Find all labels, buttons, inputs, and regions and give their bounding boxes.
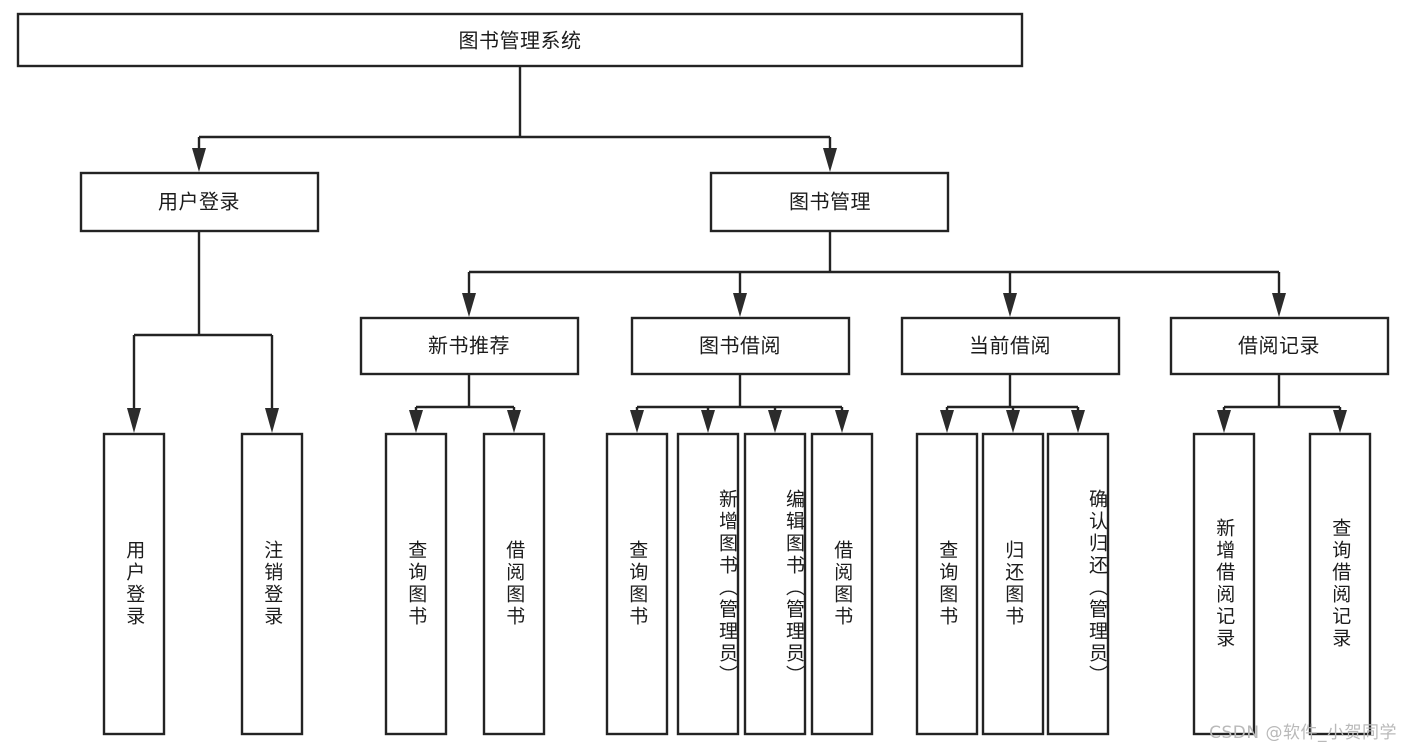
node-leaf-return-book-box[interactable] [981,432,1045,736]
arrow-to-book-manage [823,148,837,172]
arrow-to-new-book-recommend [462,293,476,317]
node-borrow-record-label: 借阅记录 [1238,334,1320,358]
node-leaf-borrow-book-1-box[interactable] [482,432,546,736]
arrow-to-user-login [192,148,206,172]
arrow-to-book-borrow [733,293,747,317]
node-leaf-query-book-1-box[interactable] [384,432,448,736]
node-new-book-recommend-label: 新书推荐 [428,334,510,358]
node-current-borrow-box[interactable] [900,316,1121,376]
arrow-to-leaf-add-record [1217,410,1231,433]
node-root-label: 图书管理系统 [459,29,582,53]
node-leaf-add-book-box[interactable] [676,432,740,736]
node-leaf-query-book-3-box[interactable] [915,432,979,736]
edges-layer [127,66,1347,433]
arrow-to-leaf-query-book-3 [940,410,954,433]
node-leaf-add-record-box[interactable] [1192,432,1256,736]
arrow-to-leaf-return-book [1006,410,1020,433]
arrow-to-leaf-query-book-1 [409,410,423,433]
watermark-text: CSDN @软件_小贺同学 [1209,723,1397,743]
node-leaf-borrow-book-2-box[interactable] [810,432,874,736]
node-book-borrow-box[interactable] [630,316,851,376]
node-borrow-record-box[interactable] [1169,316,1390,376]
node-user-login-box[interactable] [79,171,320,233]
arrow-to-leaf-user-logout [265,408,279,433]
node-leaf-user-login-box[interactable] [102,432,166,736]
arrow-to-leaf-borrow-book-2 [835,410,849,433]
node-book-borrow-label: 图书借阅 [699,334,781,358]
arrow-to-leaf-query-book-2 [630,410,644,433]
nodes-layer: 图书管理系统 用户登录 图书管理 新书推荐 图书借阅 当前借阅 借阅记录 [16,12,1390,736]
node-current-borrow-label: 当前借阅 [969,334,1051,358]
arrow-to-leaf-add-book [701,410,715,433]
node-user-login-label: 用户登录 [158,190,240,214]
arrow-to-leaf-edit-book [768,410,782,433]
node-book-manage-label: 图书管理 [789,190,871,214]
node-root-box[interactable] [16,12,1024,68]
arrow-to-leaf-user-login [127,408,141,433]
node-book-manage-box[interactable] [709,171,950,233]
node-new-book-recommend-box[interactable] [359,316,580,376]
arrow-to-leaf-query-record [1333,410,1347,433]
node-leaf-query-record-box[interactable] [1308,432,1372,736]
node-leaf-user-logout-box[interactable] [240,432,304,736]
node-leaf-query-book-2-box[interactable] [605,432,669,736]
node-leaf-edit-book-box[interactable] [743,432,807,736]
arrow-to-leaf-confirm-return [1071,410,1085,433]
arrow-to-leaf-borrow-book-1 [507,410,521,433]
arrow-to-borrow-record [1272,293,1286,317]
arrow-to-current-borrow [1003,293,1017,317]
node-leaf-confirm-return-box[interactable] [1046,432,1110,736]
